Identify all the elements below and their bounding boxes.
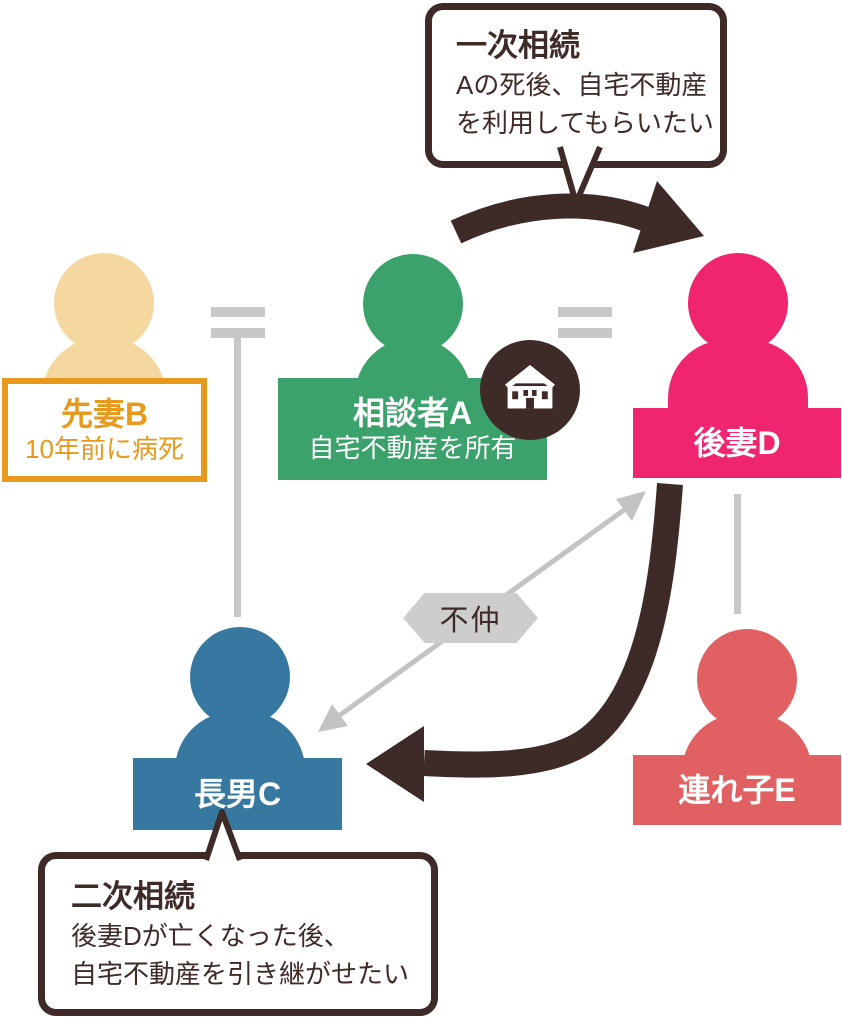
equals-bar <box>558 328 612 338</box>
stepchild-e-name: 連れ子E <box>678 772 796 808</box>
secondary-inheritance-arrow <box>366 483 683 802</box>
primary-inheritance-bubble: 一次相続 Aの死後、自宅不動産 を利用してもらいたい <box>425 3 727 168</box>
secondary-bubble-line: 後妻Dが亡くなった後、 <box>71 921 350 951</box>
primary-bubble-title: 一次相続 <box>456 28 580 63</box>
equals-bar <box>211 307 265 317</box>
primary-bubble-line: Aの死後、自宅不動産 <box>456 70 708 100</box>
wife-d-name: 後妻D <box>693 425 781 461</box>
equals-bar <box>211 328 265 338</box>
person-head-icon <box>54 253 154 353</box>
wife-b-name: 先妻B <box>60 396 149 432</box>
stepchild-e-label-box: 連れ子E <box>633 755 841 825</box>
wife-d-label-box: 後妻D <box>633 408 841 478</box>
person-head-icon <box>190 627 290 727</box>
house-badge <box>480 340 580 440</box>
house-icon <box>504 364 556 409</box>
descent-line-b-to-c <box>234 336 241 617</box>
consultant-a-name: 相談者A <box>352 395 473 431</box>
primary-bubble-line: を利用してもらいたい <box>456 108 714 138</box>
equals-bar <box>558 307 612 317</box>
primary-inheritance-arrow <box>450 181 704 253</box>
wife-b-note: 10年前に病死 <box>25 434 184 464</box>
person-head-icon <box>363 254 463 354</box>
person-body-icon <box>668 340 808 420</box>
son-c-name: 長男C <box>193 776 282 812</box>
discord-label: 不仲 <box>439 605 502 637</box>
secondary-inheritance-bubble: 二次相続 後妻Dが亡くなった後、 自宅不動産を引き継がせたい <box>38 852 438 1016</box>
person-head-icon <box>697 629 797 729</box>
consultant-a-note: 自宅不動産を所有 <box>308 433 517 463</box>
descent-line-d-to-e <box>734 494 741 614</box>
wife-b-label-box: 先妻B 10年前に病死 <box>2 378 207 482</box>
person-head-icon <box>688 253 788 353</box>
son-c-label-box: 長男C <box>133 758 342 830</box>
discord-badge: 不仲 <box>403 593 538 643</box>
secondary-bubble-line: 自宅不動産を引き継がせたい <box>71 959 410 989</box>
secondary-bubble-title: 二次相続 <box>71 879 195 914</box>
